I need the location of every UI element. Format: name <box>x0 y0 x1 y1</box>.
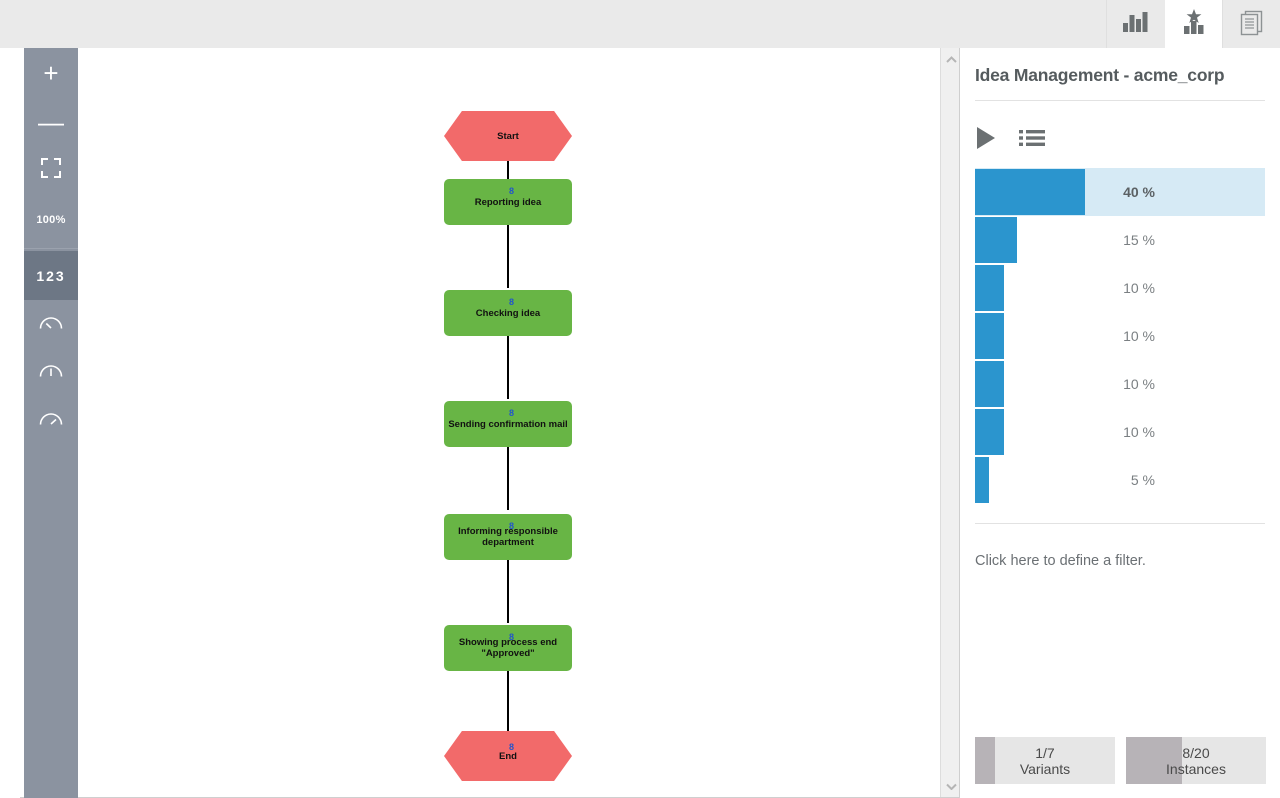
flow-edge <box>507 336 509 399</box>
gauge-high-button[interactable] <box>24 396 78 444</box>
top-bar <box>0 0 1280 48</box>
variant-bar <box>975 313 1004 359</box>
variant-bar <box>975 217 1017 263</box>
hexagon-shape <box>444 731 572 781</box>
variant-percentage: 40 % <box>1123 184 1155 200</box>
flow-node-start[interactable]: Start <box>444 111 572 161</box>
panel-divider-top <box>975 100 1265 101</box>
flow-node-checking-idea[interactable]: Checking idea <box>444 290 572 336</box>
list-icon <box>1019 128 1045 153</box>
flow-edge-label: 8 <box>509 186 515 196</box>
variants-counter-label: Variants <box>1019 760 1071 777</box>
flow-node-label: Informing responsible department <box>458 526 558 548</box>
flow-edge <box>507 560 509 623</box>
variant-row[interactable]: 10 % <box>975 360 1265 408</box>
variant-panel: Idea Management - acme_corp <box>961 48 1280 798</box>
variants-counter-text: 1/7 Variants <box>1020 745 1070 777</box>
variant-bar-list: 40 % 15 % 10 % 10 % 10 % 10 % 5 % <box>975 168 1265 504</box>
variant-percentage: 5 % <box>1130 472 1155 488</box>
list-view-button[interactable] <box>1019 126 1045 155</box>
process-canvas[interactable]: Start 8 Reporting idea 8 Checking idea 8… <box>20 48 960 798</box>
flow-node-reporting-idea[interactable]: Reporting idea <box>444 179 572 225</box>
variant-row[interactable]: 10 % <box>975 312 1265 360</box>
gauge-mid-icon <box>38 361 64 384</box>
flow-node-label: End <box>499 750 517 762</box>
flow-edge <box>507 671 509 733</box>
flow-node-label: Showing process end "Approved" <box>458 637 558 659</box>
bar-chart-star-icon <box>1179 8 1209 41</box>
variant-row[interactable]: 10 % <box>975 264 1265 312</box>
flow-edge-label: 8 <box>509 297 515 307</box>
variant-percentage: 10 % <box>1123 376 1155 392</box>
variant-bar <box>975 409 1004 455</box>
gauge-low-button[interactable] <box>24 300 78 348</box>
variants-counter-fill <box>975 737 995 784</box>
tab-dashboard[interactable] <box>1106 0 1164 48</box>
canvas-viewport: Start 8 Reporting idea 8 Checking idea 8… <box>20 48 959 797</box>
variant-row[interactable]: 40 % <box>975 168 1265 216</box>
variant-percentage: 10 % <box>1123 280 1155 296</box>
variants-counter[interactable]: 1/7 Variants <box>975 737 1115 784</box>
panel-title: Idea Management - acme_corp <box>975 65 1225 85</box>
variants-counter-value: 1/7 <box>1035 744 1055 761</box>
variant-percentage: 10 % <box>1123 424 1155 440</box>
flow-node-end[interactable]: End <box>444 731 572 781</box>
instances-counter-label: Instances <box>1166 760 1226 777</box>
hexagon-shape <box>444 111 572 161</box>
canvas-vertical-scrollbar[interactable] <box>940 48 959 797</box>
flow-node-showing-process-end[interactable]: Showing process end "Approved" <box>444 625 572 671</box>
tab-process-explorer[interactable] <box>1164 0 1222 48</box>
variant-bar <box>975 361 1004 407</box>
tab-bar <box>1106 0 1280 48</box>
fit-screen-icon <box>40 157 62 184</box>
zoom-in-button[interactable]: + <box>43 57 59 88</box>
toolbar-divider <box>24 248 78 249</box>
flow-edge-label: 8 <box>509 632 515 642</box>
instances-counter-text: 8/20 Instances <box>1166 745 1226 777</box>
counter-bar: 1/7 Variants 8/20 Instances <box>975 737 1266 784</box>
flow-edge-label: 8 <box>509 742 515 752</box>
flow-diagram: Start 8 Reporting idea 8 Checking idea 8… <box>20 48 959 797</box>
flow-node-sending-confirmation-mail[interactable]: Sending confirmation mail <box>444 401 572 447</box>
bar-chart-icon <box>1121 10 1151 39</box>
flow-edge <box>507 447 509 510</box>
flow-node-label: Reporting idea <box>474 196 542 208</box>
zoom-out-button[interactable]: — <box>38 106 64 137</box>
variant-row[interactable]: 10 % <box>975 408 1265 456</box>
canvas-toolbar: + — 100% 123 <box>24 48 78 798</box>
scroll-down-icon[interactable] <box>941 777 959 795</box>
instances-counter[interactable]: 8/20 Instances <box>1126 737 1266 784</box>
instances-counter-value: 8/20 <box>1182 744 1210 761</box>
variant-bar <box>975 265 1004 311</box>
variant-row[interactable]: 5 % <box>975 456 1265 504</box>
instances-counter-fill <box>1126 737 1182 784</box>
variant-percentage: 15 % <box>1123 232 1155 248</box>
panel-actions <box>975 126 1045 155</box>
flow-edge-label: 8 <box>509 521 515 531</box>
documents-icon <box>1238 8 1266 41</box>
gauge-mid-button[interactable] <box>24 348 78 396</box>
play-button[interactable] <box>975 126 997 155</box>
zoom-level-label[interactable]: 100% <box>36 213 66 226</box>
absolute-frequency-button[interactable]: 123 <box>24 251 78 300</box>
fit-screen-button[interactable] <box>24 146 78 195</box>
variant-bar <box>975 169 1085 215</box>
gauge-low-icon <box>38 313 64 336</box>
flow-node-label: Checking idea <box>475 307 541 319</box>
flow-node-informing-responsible-department[interactable]: Informing responsible department <box>444 514 572 560</box>
play-icon <box>975 126 997 155</box>
tab-documents[interactable] <box>1222 0 1280 48</box>
variant-percentage: 10 % <box>1123 328 1155 344</box>
flow-edge <box>507 225 509 288</box>
flow-edge-label: 8 <box>509 408 515 418</box>
variant-bar <box>975 457 989 503</box>
scroll-up-icon[interactable] <box>941 50 959 68</box>
panel-divider-middle <box>975 523 1265 524</box>
variant-row[interactable]: 15 % <box>975 216 1265 264</box>
filter-prompt[interactable]: Click here to define a filter. <box>975 553 1146 569</box>
gauge-high-icon <box>38 409 64 432</box>
flow-node-label: Sending confirmation mail <box>448 418 568 430</box>
flow-node-label: Start <box>497 130 519 142</box>
